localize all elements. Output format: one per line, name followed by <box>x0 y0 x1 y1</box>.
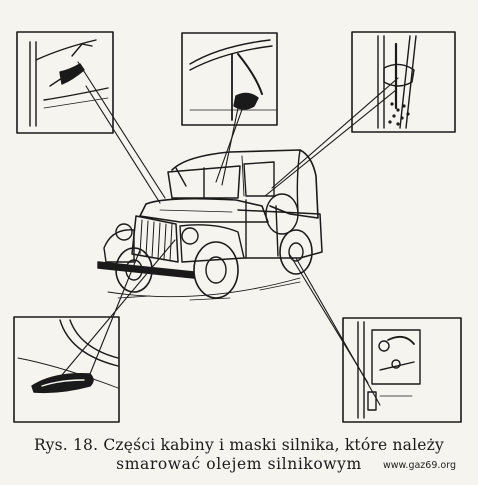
website-watermark: www.gaz69.org <box>383 460 456 471</box>
detail-hood-lock <box>342 317 462 423</box>
figure-caption-line-1: Rys. 18. Części kabiny i maski silnika, … <box>34 436 444 454</box>
vehicle-drawing <box>97 149 323 301</box>
detail-door-latch <box>16 31 114 134</box>
leader-lines <box>61 61 399 406</box>
detail-door-hinge <box>351 31 456 133</box>
detail-windshield-wiper <box>181 32 278 126</box>
detail-hood-latch <box>13 316 120 423</box>
figure-caption-line-2: smarować olejem silnikowym <box>116 455 362 473</box>
